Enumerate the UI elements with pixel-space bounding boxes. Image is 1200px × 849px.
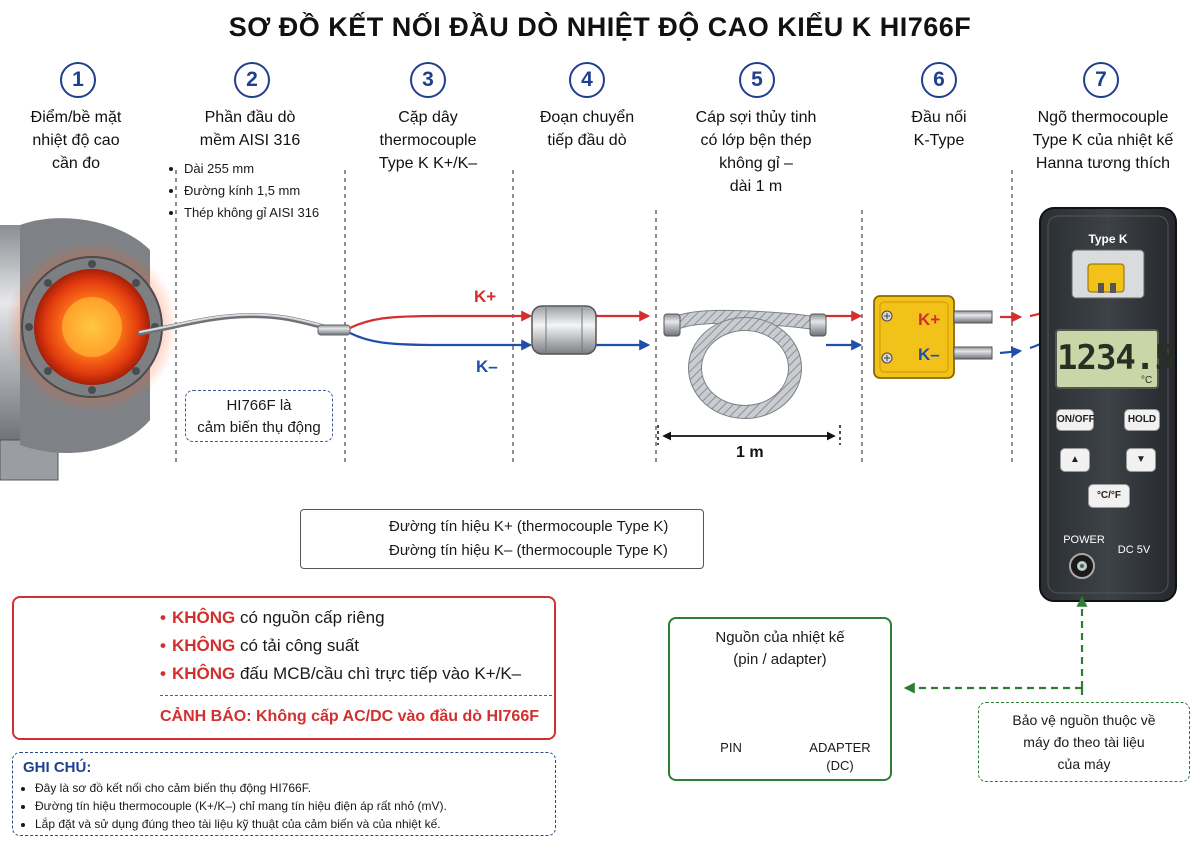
step-5-line: Cáp sợi thủy tinh <box>695 109 817 126</box>
legend-positive: Đường tín hiệu K+ (thermocouple Type K) <box>389 518 669 535</box>
step-title-6: Đầu nối K-Type <box>859 106 1019 152</box>
step-title-4: Đoạn chuyển tiếp đầu dò <box>507 106 667 152</box>
step-title-2: Phần đầu dò mềm AISI 316 <box>170 106 330 152</box>
thermometer-body <box>1039 207 1177 602</box>
warning-text: đấu MCB/cầu chì trực tiếp vào K+/K– <box>235 664 522 683</box>
length-dimension <box>657 425 841 445</box>
power-source-box: Nguồn của nhiệt kế (pin / adapter) PIN A… <box>668 617 892 781</box>
step-title-1: Điểm/bề mặt nhiệt độ cao cần đo <box>0 106 156 175</box>
down-button[interactable]: ▼ <box>1126 448 1156 472</box>
notes-list: Đây là sơ đồ kết nối cho cảm biến thụ độ… <box>23 779 555 833</box>
up-button[interactable]: ▲ <box>1060 448 1090 472</box>
step-6-line: K-Type <box>913 132 965 149</box>
hold-button[interactable]: HOLD <box>1124 409 1160 431</box>
step-7-line: Type K của nhiệt kế <box>1032 132 1174 149</box>
spec-item: Đường kính 1,5 mm <box>184 180 319 202</box>
note-item: Đây là sơ đồ kết nối cho cảm biến thụ độ… <box>35 779 555 797</box>
braided-cable <box>663 309 827 419</box>
caution-text: CẢNH BÁO: Không cấp AC/DC vào đầu dò HI7… <box>160 708 539 725</box>
step-1-line: nhiệt độ cao <box>32 132 120 149</box>
warning-keyword: KHÔNG <box>171 608 236 627</box>
step-number-3: 3 <box>410 62 446 98</box>
cable-length: 1 m <box>736 444 764 461</box>
legend-negative: Đường tín hiệu K– (thermocouple Type K) <box>389 542 668 559</box>
step-number-6: 6 <box>921 62 957 98</box>
meter-port-label: Type K <box>1088 232 1128 246</box>
adapter-label: ADAPTER (DC) <box>800 739 880 775</box>
warning-item: •KHÔNG có tải công suất <box>160 636 360 655</box>
warning-divider <box>160 695 552 696</box>
power-label: POWER <box>1063 534 1105 546</box>
wire-label-positive: K+ <box>474 287 497 306</box>
meter-display-unit: °C <box>1141 375 1153 386</box>
connector-label-positive: K+ <box>918 310 941 329</box>
step-2-line: Phần đầu dò <box>204 109 296 126</box>
unit-toggle-button[interactable]: °C/°F <box>1088 484 1130 508</box>
signal-legend: Đường tín hiệu K+ (thermocouple Type K) … <box>300 509 704 569</box>
passive-note-line: HI766F là <box>226 397 292 414</box>
step-3-line: Type K K+/K– <box>378 155 478 172</box>
power-source-title: Nguồn của nhiệt kế (pin / adapter) <box>670 627 890 671</box>
step-number-7: 7 <box>1083 62 1119 98</box>
warning-text: có nguồn cấp riêng <box>235 608 385 627</box>
step-2-line: mềm AISI 316 <box>199 132 301 149</box>
warning-box: •KHÔNG có nguồn cấp riêng •KHÔNG có tải … <box>12 596 556 740</box>
note-item: Đường tín hiệu thermocouple (K+/K–) chỉ … <box>35 797 555 815</box>
passive-note-line: cảm biến thụ động <box>197 419 321 436</box>
step-number-2: 2 <box>234 62 270 98</box>
step-1-line: Điểm/bề mặt <box>30 109 122 126</box>
k-type-connector <box>873 295 993 379</box>
power-protection-note: Bảo vệ nguồn thuộc về máy đo theo tài li… <box>978 702 1190 782</box>
protection-line: của máy <box>1057 756 1111 772</box>
spec-item: Dài 255 mm <box>184 158 319 180</box>
page-title: SƠ ĐỒ KẾT NỐI ĐẦU DÒ NHIỆT ĐỘ CAO KIỂU K… <box>228 12 972 42</box>
power-title-line: (pin / adapter) <box>733 651 827 668</box>
step-4-line: Đoạn chuyển <box>539 109 635 126</box>
step-5-line: không gỉ – <box>719 155 793 172</box>
step-1-line: cần đo <box>51 155 101 172</box>
step-6-line: Đầu nối <box>911 109 967 126</box>
warning-item: •KHÔNG có nguồn cấp riêng <box>160 608 385 627</box>
power-title-line: Nguồn của nhiệt kế <box>715 629 845 646</box>
note-item: Lắp đặt và sử dụng đúng theo tài liệu kỹ… <box>35 815 555 833</box>
protection-line: máy đo theo tài liệu <box>1023 734 1145 750</box>
warning-keyword: KHÔNG <box>171 664 236 683</box>
wire-label-negative: K– <box>476 357 498 376</box>
transition-piece <box>531 305 597 355</box>
step-title-7: Ngõ thermocouple Type K của nhiệt kế Han… <box>1021 106 1185 175</box>
power-link <box>903 595 1088 700</box>
adapter-label-line: ADAPTER <box>809 740 871 755</box>
step-title-5: Cáp sợi thủy tinh có lớp bện thép không … <box>676 106 836 198</box>
step-5-line: dài 1 m <box>729 178 783 195</box>
meter-display: 1234.5 <box>1055 329 1175 389</box>
thermocouple-wires <box>349 310 863 351</box>
step-3-line: thermocouple <box>379 132 477 149</box>
notes-box: GHI CHÚ: Đây là sơ đồ kết nối cho cảm bi… <box>12 752 556 836</box>
step-3-line: Cặp dây <box>398 109 458 126</box>
step-number-5: 5 <box>739 62 775 98</box>
step-number-1: 1 <box>60 62 96 98</box>
protection-line: Bảo vệ nguồn thuộc về <box>1012 712 1156 728</box>
dc-label: DC 5V <box>1117 544 1151 556</box>
step-4-line: tiếp đầu dò <box>547 132 627 149</box>
step-title-3: Cặp dây thermocouple Type K K+/K– <box>348 106 508 175</box>
step-5-line: có lớp bện thép <box>700 132 812 149</box>
hot-surface <box>0 218 178 481</box>
warning-item: •KHÔNG đấu MCB/cầu chì trực tiếp vào K+/… <box>160 664 522 683</box>
warning-list: •KHÔNG có nguồn cấp riêng •KHÔNG có tải … <box>160 604 521 688</box>
probe-specs: Dài 255 mm Đường kính 1,5 mm Thép không … <box>170 158 319 224</box>
connector-label-negative: K– <box>918 345 940 364</box>
on-off-button[interactable]: ON/OFF <box>1056 409 1095 431</box>
step-7-line: Hanna tương thích <box>1035 155 1171 172</box>
adapter-label-line: (DC) <box>826 758 854 773</box>
step-number-4: 4 <box>569 62 605 98</box>
spec-item: Thép không gỉ AISI 316 <box>184 202 319 224</box>
probe-sheath <box>137 313 351 336</box>
passive-sensor-note: HI766F là cảm biến thụ động <box>185 390 333 442</box>
notes-title: GHI CHÚ: <box>23 759 92 776</box>
step-7-line: Ngõ thermocouple <box>1037 109 1169 126</box>
battery-label: PIN <box>720 740 742 755</box>
warning-keyword: KHÔNG <box>171 636 236 655</box>
warning-text: có tải công suất <box>235 636 360 655</box>
